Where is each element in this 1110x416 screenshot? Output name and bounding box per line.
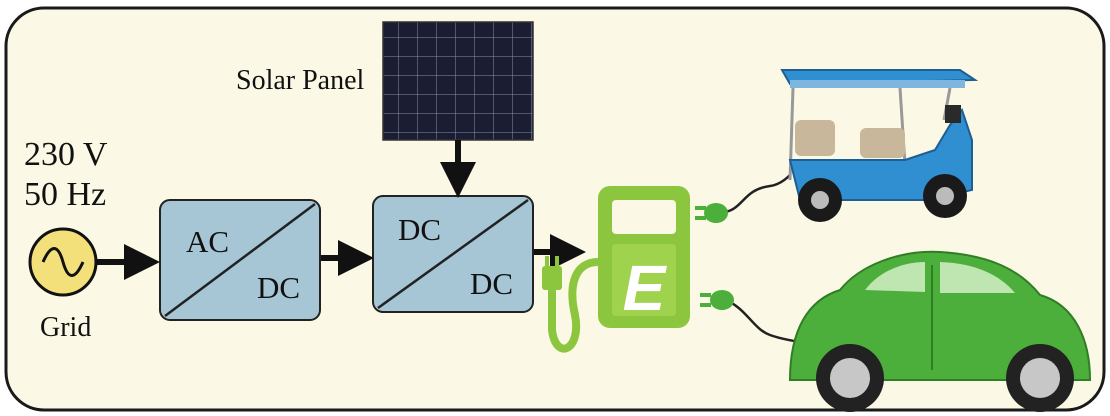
dcdc-output-label: DC bbox=[470, 266, 514, 301]
solar-panel-label: Solar Panel bbox=[236, 65, 365, 96]
car-icon bbox=[788, 250, 1092, 412]
station-letter: E bbox=[623, 252, 668, 324]
e-rickshaw-icon bbox=[780, 69, 979, 222]
dcdc-input-label: DC bbox=[398, 212, 442, 247]
grid-frequency-label: 50 Hz bbox=[24, 176, 107, 213]
power-flow-arrows bbox=[97, 140, 586, 280]
acdc-output-label: DC bbox=[257, 270, 301, 305]
ac-dc-converter bbox=[159, 199, 321, 321]
solar-panel-icon bbox=[382, 21, 534, 141]
charging-station-icon: E bbox=[542, 186, 690, 353]
plug-icon-car bbox=[700, 290, 801, 344]
plug-icon-rickshaw bbox=[695, 174, 791, 223]
grid-label: Grid bbox=[40, 312, 92, 343]
grid-voltage-label: 230 V bbox=[24, 136, 108, 173]
acdc-input-label: AC bbox=[186, 224, 230, 259]
ac-source-icon bbox=[28, 227, 98, 297]
